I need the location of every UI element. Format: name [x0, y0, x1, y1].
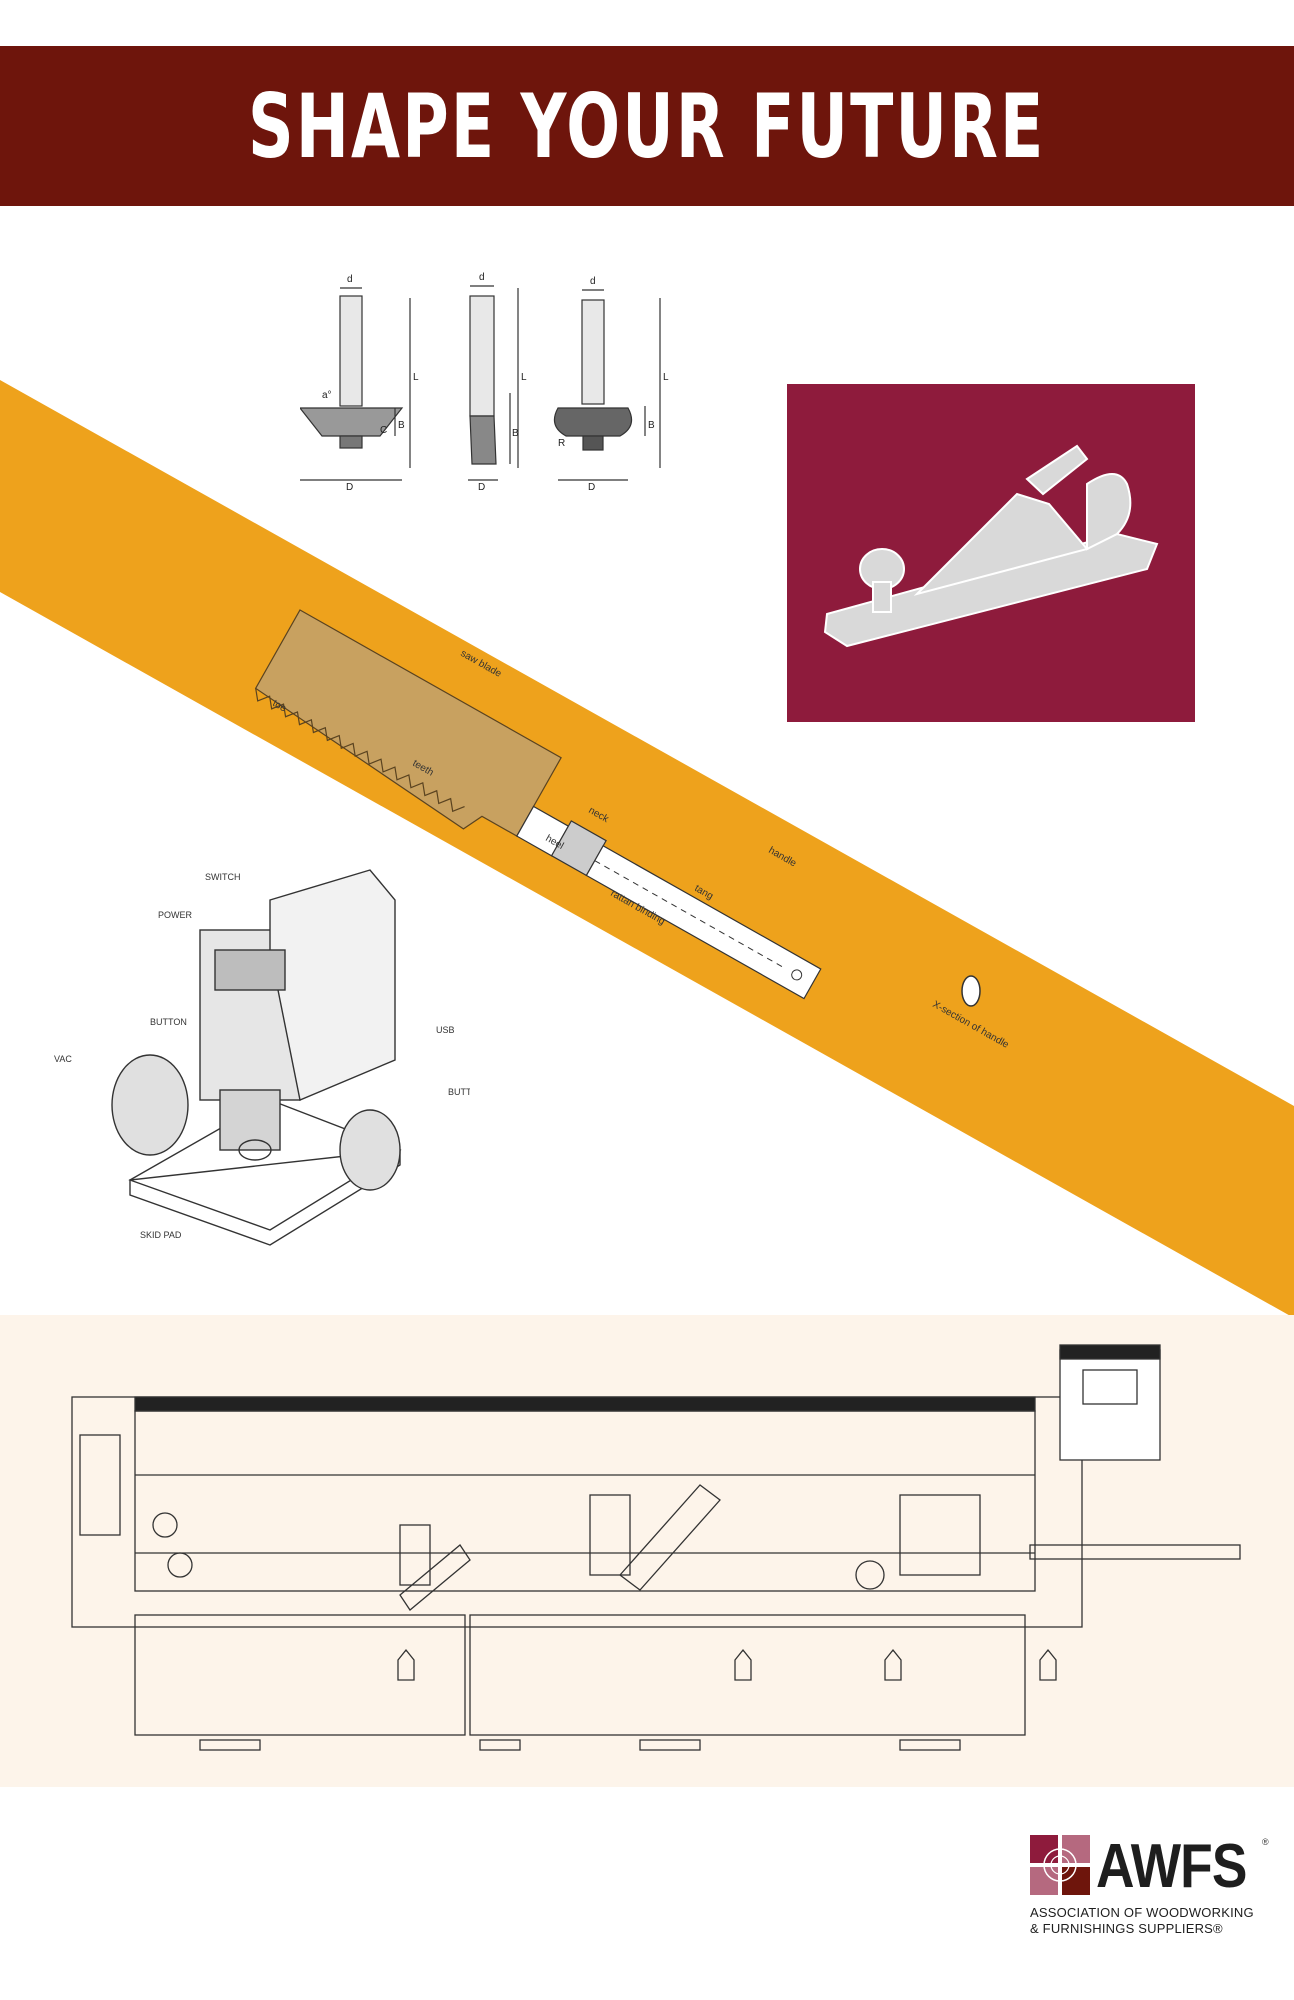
dim-d-1: d	[347, 274, 353, 285]
dim-angle-1: a°	[322, 390, 332, 401]
title-banner: SHAPE YOUR FUTURE	[0, 46, 1294, 206]
dim-L-1: L	[413, 372, 419, 383]
router-bits-diagram: d L B C a° D d L B D d L B R D	[300, 272, 669, 490]
dim-L-2: L	[521, 372, 527, 383]
dim-C-1: C	[380, 425, 387, 436]
dim-d-2: d	[479, 272, 485, 283]
dim-B-3: B	[648, 420, 655, 431]
dim-B-2: B	[512, 428, 519, 439]
page-title: SHAPE YOUR FUTURE	[248, 74, 1046, 178]
edgebander-drawing	[71, 1344, 1241, 1751]
logo-subtitle-line2: & FURNISHINGS SUPPLIERS®	[1030, 1921, 1223, 1936]
awfs-logo: AWFS ® ASSOCIATION OF WOODWORKING & FURN…	[1030, 1832, 1270, 1975]
label-button-right: BUTTON	[448, 1087, 470, 1097]
label-handle: handle	[767, 845, 799, 870]
hand-plane-illustration	[823, 444, 1159, 648]
dim-D-2: D	[478, 482, 485, 490]
label-xsection: X-section of handle	[931, 999, 1011, 1051]
label-vac: VAC	[54, 1054, 72, 1064]
logo-subtitle: ASSOCIATION OF WOODWORKING & FURNISHINGS…	[1030, 1905, 1270, 1937]
label-switch: SWITCH	[205, 872, 241, 882]
dim-D-1: D	[346, 482, 353, 490]
label-power: POWER	[158, 910, 193, 920]
dim-d-3: d	[590, 276, 596, 287]
dim-D-3: D	[588, 482, 595, 490]
dim-L-3: L	[663, 372, 669, 383]
dim-B-1: B	[398, 420, 405, 431]
logo-wordmark: AWFS	[1096, 1832, 1247, 1901]
hand-plane-panel	[787, 384, 1195, 722]
trimmer-sketch: SWITCH POWER BUTTON USB VAC BUTTON SKID …	[54, 869, 470, 1246]
awfs-logo-mark	[1030, 1835, 1090, 1895]
logo-registered: ®	[1262, 1837, 1269, 1847]
label-button-left: BUTTON	[150, 1017, 187, 1027]
label-usb: USB	[436, 1025, 455, 1035]
label-saw-blade: saw blade	[459, 648, 504, 680]
logo-subtitle-line1: ASSOCIATION OF WOODWORKING	[1030, 1905, 1254, 1920]
label-skid-pad: SKID PAD	[140, 1230, 182, 1240]
label-neck: neck	[587, 805, 612, 825]
dim-R-3: R	[558, 438, 565, 449]
